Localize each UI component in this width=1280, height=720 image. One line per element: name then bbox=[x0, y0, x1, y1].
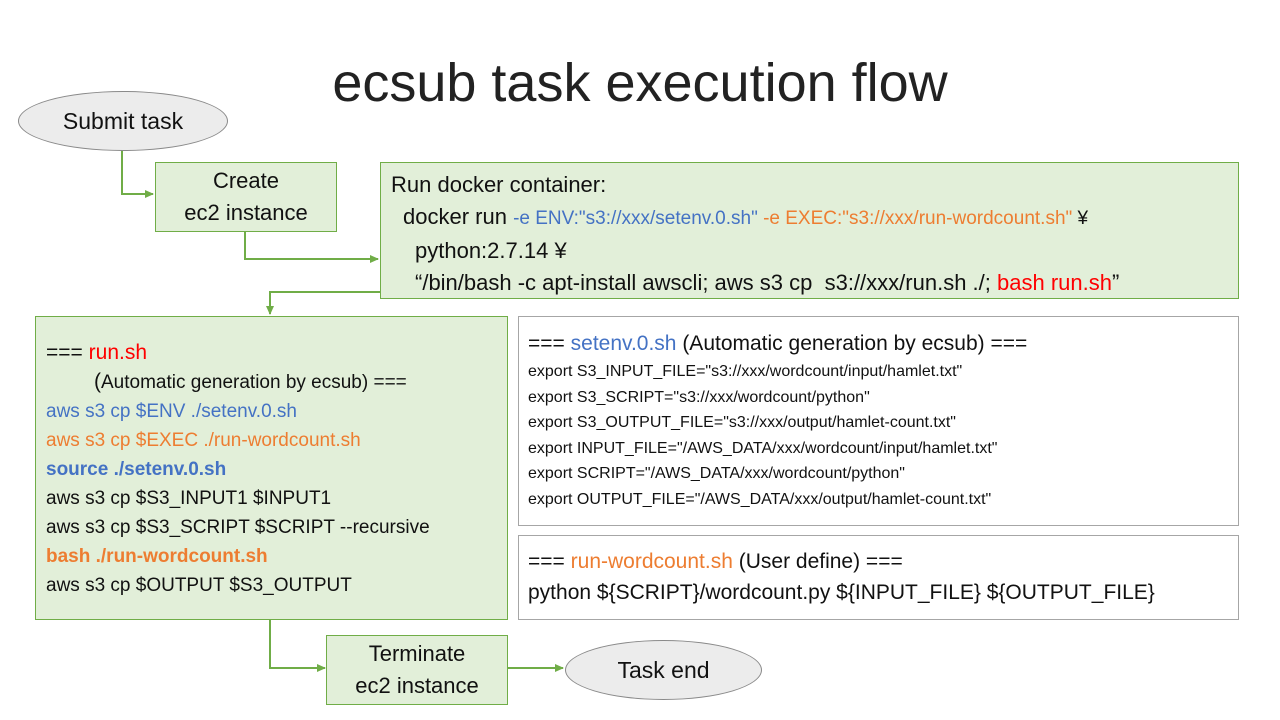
page-title: ecsub task execution flow bbox=[332, 53, 948, 113]
wordcount-heading-prefix: === bbox=[528, 550, 571, 573]
setenv-export-line: export SCRIPT="/AWS_DATA/xxx/wordcount/p… bbox=[528, 465, 905, 482]
terminate-ec2-label-line1: Terminate bbox=[368, 641, 466, 666]
connector-runsh-to-terminate bbox=[269, 620, 326, 672]
submit-task-label: Submit task bbox=[62, 107, 184, 134]
setenv-lines: export S3_INPUT_FILE="s3://xxx/wordcount… bbox=[528, 359, 1238, 512]
wordcount-heading-suffix: (User define) === bbox=[732, 550, 903, 573]
docker-run-line: docker run -e ENV:"s3://xxx/setenv.0.sh"… bbox=[391, 201, 1238, 235]
setenv-heading-suffix: (Automatic generation by ecsub) === bbox=[676, 332, 1028, 355]
run-sh-line: source ./setenv.0.sh bbox=[46, 459, 227, 480]
docker-exec-option: -e EXEC:"s3://xxx/run-wordcount.sh" bbox=[757, 208, 1073, 229]
submit-task-node: Submit task bbox=[18, 91, 228, 151]
setenv-export-line: export OUTPUT_FILE="/AWS_DATA/xxx/output… bbox=[528, 490, 992, 508]
wordcount-filename: run-wordcount.sh bbox=[570, 550, 733, 573]
docker-run-cmd: docker run bbox=[403, 204, 514, 229]
docker-shell-run: bash run.sh bbox=[997, 270, 1112, 295]
docker-shell-suffix: ” bbox=[1111, 270, 1120, 295]
run-sh-box: === run.sh (Automatic generation by ecsu… bbox=[35, 316, 508, 620]
run-wordcount-box: === run-wordcount.sh (User define) === p… bbox=[518, 535, 1239, 620]
wordcount-command: python ${SCRIPT}/wordcount.py ${INPUT_FI… bbox=[528, 581, 1155, 604]
run-sh-line: aws s3 cp $ENV ./setenv.0.sh bbox=[46, 401, 297, 422]
create-ec2-label-line2: ec2 instance bbox=[184, 200, 308, 225]
task-end-node: Task end bbox=[565, 640, 762, 700]
setenv-export-line: export S3_INPUT_FILE="s3://xxx/wordcount… bbox=[528, 363, 963, 380]
docker-env-option: -e ENV:"s3://xxx/setenv.0.sh" bbox=[513, 208, 758, 229]
create-ec2-label-line1: Create bbox=[212, 168, 280, 193]
docker-image-line: python:2.7.14 ¥ bbox=[415, 238, 567, 263]
docker-shell-prefix: “/bin/bash -c apt-install awscli; aws s3… bbox=[415, 270, 997, 295]
run-sh-note-text: Automatic generation by ecsub) === bbox=[101, 372, 407, 393]
run-sh-line: aws s3 cp $S3_INPUT1 $INPUT1 bbox=[46, 488, 332, 509]
docker-line-continuation: ¥ bbox=[1072, 208, 1089, 229]
connector-submit-to-create bbox=[121, 150, 154, 198]
terminate-ec2-node: Terminate ec2 instance bbox=[326, 635, 508, 705]
run-sh-heading-prefix: === bbox=[46, 341, 89, 364]
connector-create-to-docker bbox=[244, 231, 379, 263]
setenv-export-line: export S3_OUTPUT_FILE="s3://xxx/output/h… bbox=[528, 414, 956, 431]
setenv-box: === setenv.0.sh (Automatic generation by… bbox=[518, 316, 1239, 526]
wordcount-heading: === run-wordcount.sh (User define) === bbox=[528, 546, 1238, 577]
run-docker-container-box: Run docker container: docker run -e ENV:… bbox=[380, 162, 1239, 299]
setenv-heading: === setenv.0.sh (Automatic generation by… bbox=[528, 329, 1238, 359]
setenv-export-line: export INPUT_FILE="/AWS_DATA/xxx/wordcou… bbox=[528, 439, 998, 457]
run-sh-line: aws s3 cp $OUTPUT $S3_OUTPUT bbox=[46, 575, 352, 596]
run-sh-lines: aws s3 cp $ENV ./setenv.0.sh aws s3 cp $E… bbox=[46, 397, 507, 600]
task-end-label: Task end bbox=[617, 656, 710, 683]
run-sh-filename: run.sh bbox=[88, 341, 148, 364]
run-sh-line: bash ./run-wordcount.sh bbox=[46, 546, 268, 567]
terminate-ec2-label-line2: ec2 instance bbox=[355, 673, 479, 698]
docker-shell-line: “/bin/bash -c apt-install awscli; aws s3… bbox=[391, 267, 1238, 299]
run-sh-note: (Automatic generation by ecsub) === bbox=[46, 367, 507, 397]
run-sh-line: aws s3 cp $EXEC ./run-wordcount.sh bbox=[46, 430, 361, 451]
setenv-heading-prefix: === bbox=[528, 332, 571, 355]
setenv-export-line: export S3_SCRIPT="s3://xxx/wordcount/pyt… bbox=[528, 388, 870, 406]
run-sh-heading: === run.sh bbox=[46, 338, 507, 367]
create-ec2-node: Create ec2 instance bbox=[155, 162, 337, 232]
setenv-filename: setenv.0.sh bbox=[570, 332, 677, 355]
docker-heading: Run docker container: bbox=[391, 172, 607, 197]
connector-docker-to-runsh bbox=[266, 291, 380, 315]
run-sh-note-open: ( bbox=[94, 370, 101, 393]
run-sh-line: aws s3 cp $S3_SCRIPT $SCRIPT --recursive bbox=[46, 517, 430, 538]
